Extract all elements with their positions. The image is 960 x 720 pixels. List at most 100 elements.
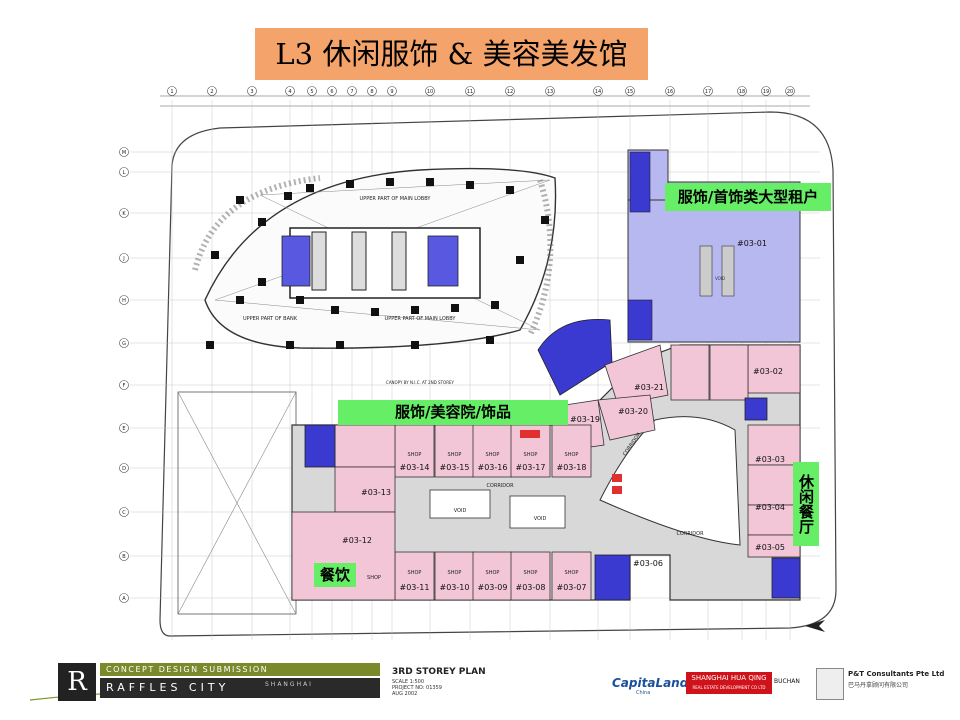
tower-column [236, 296, 244, 304]
grid-row-bubble [119, 423, 129, 433]
grid-column-bubble [761, 86, 771, 96]
huaqing-sub: REAL ESTATE DEVELOPMENT CO LTD [692, 685, 766, 690]
shop-unit [434, 551, 475, 601]
east-shops [670, 344, 801, 558]
tower-lift-shafts [311, 231, 407, 291]
unit-label-03-19: #03-19 [570, 415, 600, 424]
shop-unit [747, 424, 801, 466]
unit-label-03-20: #03-20 [618, 407, 648, 416]
east-stair-core [744, 397, 768, 421]
shop-label: SHOP [524, 570, 538, 576]
pt-logo-icon [816, 668, 844, 700]
anchor-escalator-2 [721, 245, 735, 297]
grid-column-bubble [347, 86, 357, 96]
unit-label-03-01: #03-01 [737, 239, 767, 248]
capitaland-logo: CapitaLand [612, 676, 689, 690]
label-upper-main-lobby-top: UPPER PART OF MAIN LOBBY [360, 196, 432, 202]
grid-column-label: 9 [390, 89, 393, 95]
red-feature-2 [612, 486, 622, 494]
grid-column-bubble [785, 86, 795, 96]
grid-column-bubble [737, 86, 747, 96]
grid-row-bubble [119, 167, 129, 177]
atrium-core [537, 319, 613, 396]
north-arrow-icon [805, 620, 825, 632]
grid-column-bubble [425, 86, 435, 96]
shop-label: SHOP [408, 452, 422, 458]
label-upper-main-lobby-bottom: UPPER PART OF MAIN LOBBY [385, 316, 457, 322]
grid-column-bubble [625, 86, 635, 96]
grid-column-label: 6 [330, 89, 333, 95]
unit-label: #03-09 [478, 583, 508, 592]
grid-column-label: 14 [595, 89, 601, 95]
grid-column-bubble [505, 86, 515, 96]
grid-column-bubble [545, 86, 555, 96]
grid-column-bubble [247, 86, 257, 96]
tower-column [541, 216, 549, 224]
label-void-anchor: VOID [715, 276, 725, 281]
grid-column-label: 19 [763, 89, 769, 95]
unit-label-03-05: #03-05 [755, 543, 785, 552]
label-corridor-east: CORRIDOR [676, 531, 704, 537]
void-west [429, 489, 491, 519]
grid-column-label: 3 [250, 89, 253, 95]
grid-column-label: 15 [627, 89, 633, 95]
grid-row-bubble [119, 551, 129, 561]
grid-row-bubble [119, 463, 129, 473]
shop-unit [394, 424, 435, 478]
tower-column [306, 184, 314, 192]
grid-column-label: 1 [170, 89, 173, 95]
unit-label: #03-17 [516, 463, 546, 472]
unit-label-03-02: #03-02 [753, 367, 783, 376]
tower-column [386, 178, 394, 186]
west-service-core [304, 424, 336, 468]
plan-project-no: PROJECT NO: 01359 [392, 685, 442, 691]
red-feature-1 [612, 474, 622, 482]
red-feature-3 [520, 430, 540, 438]
grid-column-bubble [207, 86, 217, 96]
grid-column-label: 8 [370, 89, 373, 95]
tower-stair-right [427, 235, 459, 287]
grid-column-label: 17 [705, 89, 711, 95]
shop-03-21 [604, 344, 669, 406]
shop-03-13 [334, 466, 396, 513]
grid-row-bubble [119, 338, 129, 348]
south-shops: SHOP#03-11SHOP#03-10SHOP#03-09SHOP#03-08… [394, 551, 592, 601]
grid-row-label: J [122, 256, 124, 262]
shop-label: SHOP [448, 570, 462, 576]
unit-label-03-03: #03-03 [755, 455, 785, 464]
tower-column [336, 341, 344, 349]
unit-label: #03-11 [400, 583, 430, 592]
grid-column-label: 2 [210, 89, 213, 95]
plan-meta: SCALE 1:500 PROJECT NO: 01359 AUG 2002 [392, 679, 442, 697]
unit-label-03-12: #03-12 [342, 536, 372, 545]
tower-column [236, 196, 244, 204]
zone-label-casual-dining: 休闲餐厅 [793, 462, 819, 546]
zone-label-anchor: 服饰/首饰类大型租户 [665, 183, 831, 211]
tower-column [371, 308, 379, 316]
grid-column-label: 18 [739, 89, 745, 95]
tower-column [346, 180, 354, 188]
south-service-core [594, 554, 631, 601]
grid-row-bubble [119, 253, 129, 263]
tower-column [411, 341, 419, 349]
unit-label-03-13: #03-13 [361, 488, 391, 497]
shop-unit [472, 551, 513, 601]
plan-scale: SCALE 1:500 [392, 679, 425, 685]
grid-row-bubble [119, 593, 129, 603]
grid-row-label: K [122, 211, 126, 217]
grid-column-label: 5 [310, 89, 313, 95]
grid-column-label: 7 [350, 89, 353, 95]
grid-column-bubble [387, 86, 397, 96]
tower-column [516, 256, 524, 264]
north-shops: SHOP#03-14SHOP#03-15SHOP#03-16SHOP#03-17… [334, 424, 592, 478]
shop-label: SHOP [408, 570, 422, 576]
grid-row-label: M [122, 150, 126, 156]
project-city: SHANGHAI [265, 681, 313, 688]
unit-label-03-04: #03-04 [755, 503, 785, 512]
unit-label: #03-14 [400, 463, 430, 472]
grid-column-label: 11 [467, 89, 473, 95]
shop-unit [472, 424, 513, 478]
grid-column-bubble [367, 86, 377, 96]
